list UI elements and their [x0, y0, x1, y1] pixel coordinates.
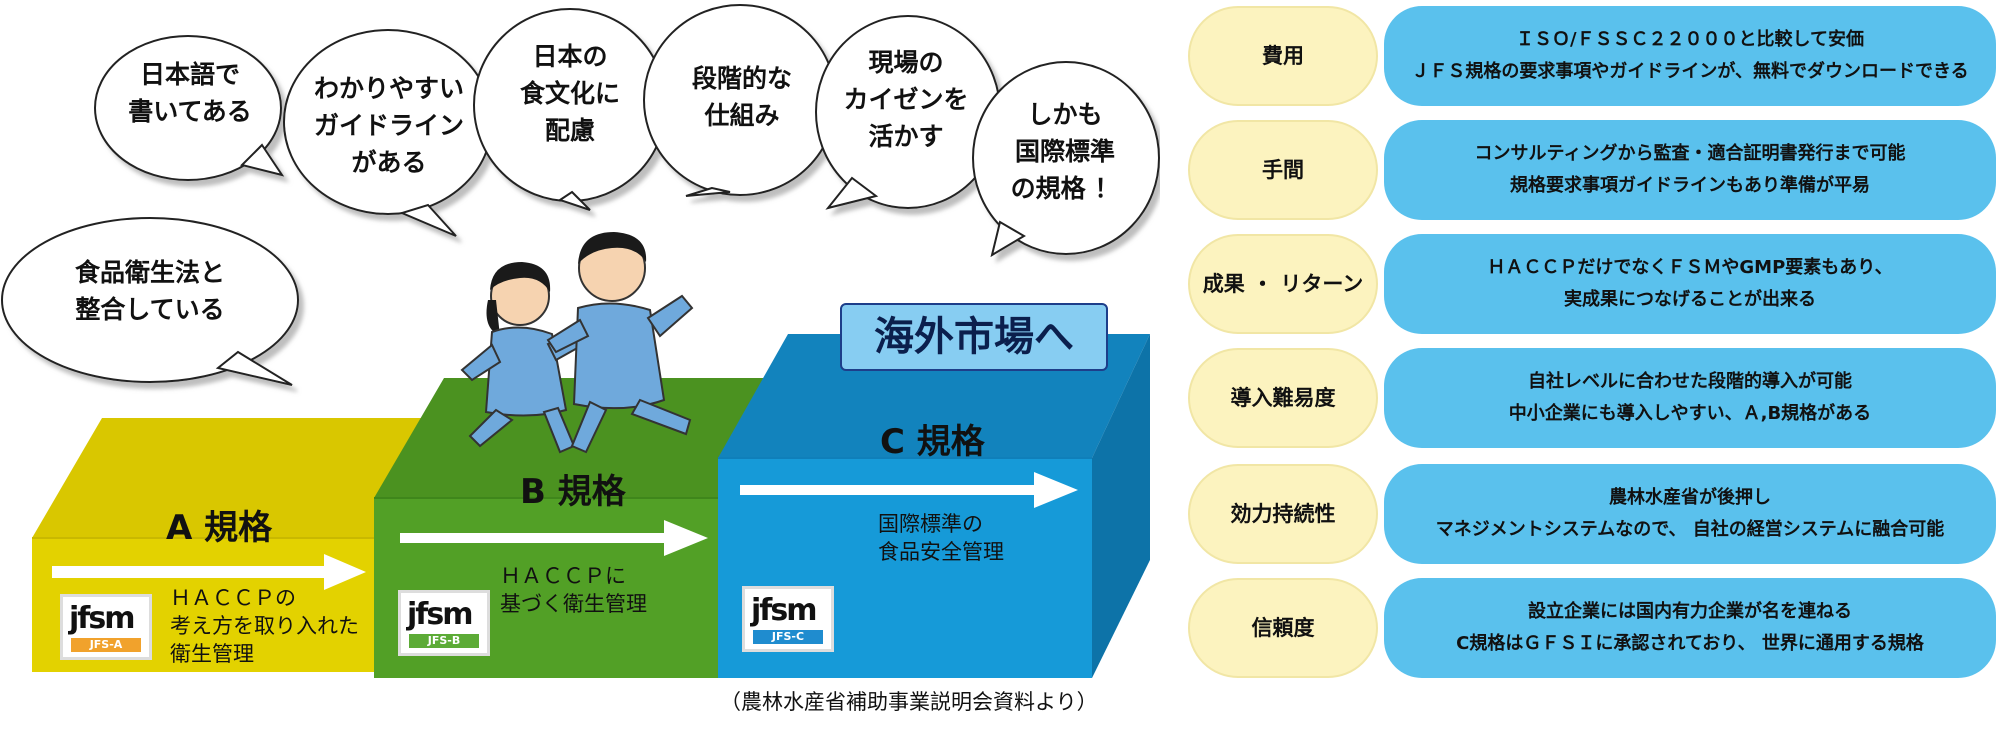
row-line: ＪＦＳ規格の要求事項やガイドラインが、無料でダウンロードできる: [1411, 61, 1969, 82]
bubble-shape-0: [94, 35, 285, 181]
table-row-reliability: 信頼度 設立企業には国内有力企業が名を連ねる C規格はＧＦＳＩに承認されており、…: [1188, 578, 1996, 678]
step-c-title: C 規格: [880, 422, 985, 462]
row-body-cost: ＩＳＯ/ＦＳＳＣ２２０００と比較して安価 ＪＦＳ規格の要求事項やガイドラインが、…: [1384, 6, 1996, 106]
staircase-graphic: [1, 4, 1160, 678]
table-row-effort: 手間 コンサルティングから監査・適合証明書発行まで可能 規格要求事項ガイドライン…: [1188, 120, 1996, 220]
row-label-effort: 手間: [1188, 120, 1378, 220]
overseas-market-label: 海外市場へ: [840, 303, 1108, 371]
jfs-c-logo: jfsm JFS-C: [742, 586, 834, 652]
row-line: コンサルティングから監査・適合証明書発行まで可能: [1474, 143, 1906, 164]
row-line: 自社レベルに合わせた段階的導入が可能: [1528, 371, 1852, 392]
bubble-shape-3: [643, 4, 837, 197]
step-b-description: ＨＡＣＣＰに 基づく衛生管理: [500, 564, 647, 616]
row-body-reliability: 設立企業には国内有力企業が名を連ねる C規格はＧＦＳＩに承認されており、 世界に…: [1384, 578, 1996, 678]
bubble-shape-6: [1, 217, 299, 386]
row-line: 設立企業には国内有力企業が名を連ねる: [1528, 601, 1852, 622]
source-note: （農林水産省補助事業説明会資料より）: [720, 690, 1098, 714]
row-line: ＨＡＣＣＰだけでなくＦＳＭやGMP要素もあり、: [1487, 257, 1893, 278]
bubble-easy-guidelines: わかりやすい ガイドライン がある: [313, 74, 464, 177]
jfs-a-logo-grade: JFS-A: [71, 638, 141, 652]
worker-woman-figure: [460, 262, 590, 454]
row-label-reliability: 信頼度: [1188, 578, 1378, 678]
row-body-return: ＨＡＣＣＰだけでなくＦＳＭやGMP要素もあり、 実成果につなげることが出来る: [1384, 234, 1996, 334]
bubble-shape-5: [972, 61, 1160, 258]
row-body-effort: コンサルティングから監査・適合証明書発行まで可能 規格要求事項ガイドラインもあり…: [1384, 120, 1996, 220]
row-label-return: 成果 ・ リターン: [1188, 234, 1378, 334]
row-line: ＩＳＯ/ＦＳＳＣ２２０００と比較して安価: [1515, 29, 1865, 50]
step-a-title: A 規格: [166, 508, 273, 548]
bubble-food-culture: 日本の 食文化に 配慮: [519, 42, 620, 145]
step-a-description: ＨＡＣＣＰの 考え方を取り入れた 衛生管理: [170, 586, 359, 666]
row-line: マネジメントシステムなので、 自社の経営システムに融合可能: [1435, 519, 1945, 540]
bubble-shape-2: [473, 8, 667, 211]
row-line: 実成果につなげることが出来る: [1564, 289, 1816, 310]
row-line: 農林水産省が後押し: [1609, 487, 1771, 508]
bubble-shape-1: [283, 29, 493, 237]
bubble-food-sanitation-law: 食品衛生法と 整合している: [74, 258, 225, 324]
row-label-difficulty: 導入難易度: [1188, 348, 1378, 448]
bubble-kaizen: 現場の カイゼンを 活かす: [843, 48, 969, 151]
jfs-b-logo: jfsm JFS-B: [398, 590, 490, 656]
table-row-sustainability: 効力持続性 農林水産省が後押し マネジメントシステムなので、 自社の経営システム…: [1188, 464, 1996, 564]
jfs-a-logo: jfsm JFS-A: [60, 594, 152, 660]
bubble-japanese-written: 日本語で 書いてある: [128, 60, 252, 126]
row-line: 規格要求事項ガイドラインもあり準備が平易: [1510, 175, 1870, 196]
row-line: C規格はＧＦＳＩに承認されており、 世界に通用する規格: [1456, 633, 1924, 654]
table-row-difficulty: 導入難易度 自社レベルに合わせた段階的導入が可能 中小企業にも導入しやすい、Ａ,…: [1188, 348, 1996, 448]
jfs-a-logo-text: jfsm: [69, 601, 135, 636]
jfs-c-logo-grade: JFS-C: [753, 630, 823, 644]
jfs-b-logo-grade: JFS-B: [409, 634, 479, 648]
bubble-stepwise: 段階的な 仕組み: [691, 64, 792, 130]
row-label-cost: 費用: [1188, 6, 1378, 106]
table-row-cost: 費用 ＩＳＯ/ＦＳＳＣ２２０００と比較して安価 ＪＦＳ規格の要求事項やガイドライ…: [1188, 6, 1996, 106]
jfs-c-logo-text: jfsm: [751, 593, 817, 628]
jfs-b-logo-text: jfsm: [407, 597, 473, 632]
step-c-description: 国際標準の 食品安全管理: [878, 512, 1004, 564]
row-label-sustainability: 効力持続性: [1188, 464, 1378, 564]
row-line: 中小企業にも導入しやすい、Ａ,B規格がある: [1508, 403, 1872, 424]
worker-man-figure: [546, 232, 694, 454]
row-body-difficulty: 自社レベルに合わせた段階的導入が可能 中小企業にも導入しやすい、Ａ,B規格がある: [1384, 348, 1996, 448]
table-row-return: 成果 ・ リターン ＨＡＣＣＰだけでなくＦＳＭやGMP要素もあり、 実成果につな…: [1188, 234, 1996, 334]
row-body-sustainability: 農林水産省が後押し マネジメントシステムなので、 自社の経営システムに融合可能: [1384, 464, 1996, 564]
bubble-international: しかも 国際標準 の規格 ！: [1010, 100, 1120, 203]
step-b-title: B 規格: [520, 472, 626, 512]
